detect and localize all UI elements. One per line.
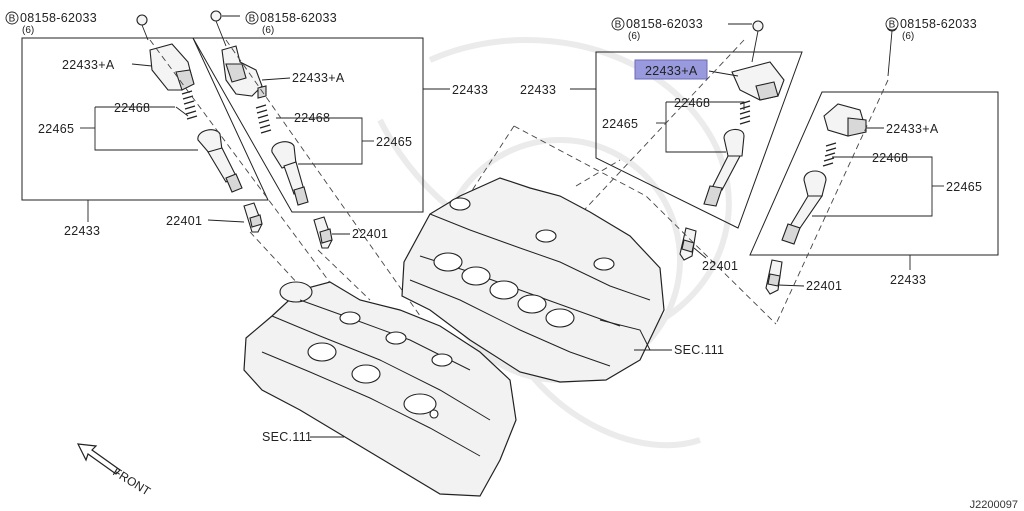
plug-label-b[interactable]: 22401 [352, 227, 388, 241]
svg-text:(6): (6) [22, 25, 34, 36]
svg-text:08158-62033: 08158-62033 [900, 17, 977, 31]
spring-part [739, 100, 751, 125]
section-ref-rear[interactable]: SEC.111 [674, 343, 724, 357]
coil-label-d[interactable]: 22433+A [886, 122, 939, 136]
bolt-label-mid: B 08158-62033 (6) [245, 11, 337, 36]
assembly-label-d[interactable]: 22433 [890, 273, 926, 287]
boot-label-b[interactable]: 22465 [376, 135, 412, 149]
svg-text:B: B [249, 14, 256, 25]
coil-label-c[interactable]: 22433+A [645, 64, 698, 78]
assembly-label-b[interactable]: 22433 [452, 83, 488, 97]
boot-label-a[interactable]: 22465 [38, 122, 74, 136]
boot-part [703, 128, 745, 207]
right-assembly-c [570, 20, 803, 261]
ignition-coil-part [221, 45, 267, 99]
plug-label-d[interactable]: 22401 [806, 279, 842, 293]
svg-text:08158-62033: 08158-62033 [626, 17, 703, 31]
front-label: FRONT [110, 465, 153, 499]
cylinder-head-rear [401, 177, 665, 383]
svg-text:08158-62033: 08158-62033 [260, 11, 337, 25]
svg-text:B: B [9, 14, 16, 25]
spring-label-c[interactable]: 22468 [674, 96, 710, 110]
diagram-code: J2200097 [970, 499, 1018, 511]
plug-label-c[interactable]: 22401 [702, 259, 738, 273]
svg-text:08158-62033: 08158-62033 [20, 11, 97, 25]
spring-label-d[interactable]: 22468 [872, 151, 908, 165]
left-assembly-a [21, 14, 269, 233]
svg-text:B: B [615, 20, 622, 31]
plug-label-a[interactable]: 22401 [166, 214, 202, 228]
boot-part [781, 170, 827, 245]
boot-label-d[interactable]: 22465 [946, 180, 982, 194]
highlight-box[interactable] [634, 59, 708, 80]
front-arrow [76, 443, 121, 475]
bolt-label-right-c: B 08158-62033 (6) [611, 17, 703, 42]
boot-label-c[interactable]: 22465 [602, 117, 638, 131]
projection-lines [149, 39, 889, 413]
ignition-coil-part [149, 43, 195, 91]
bolt-label-right-d: B 08158-62033 (6) [885, 17, 977, 42]
section-ref-front[interactable]: SEC.111 [262, 430, 312, 444]
spark-plug-part [243, 202, 263, 233]
bolt-label-left: B 08158-62033 (6) [5, 11, 97, 36]
spring-part [255, 104, 272, 134]
cylinder-head-front [243, 281, 517, 497]
svg-text:(6): (6) [902, 31, 914, 42]
bolt-part [210, 10, 240, 47]
ignition-coil-part [823, 103, 867, 137]
bolt-part [136, 14, 149, 41]
assembly-label-a[interactable]: 22433 [64, 224, 100, 238]
coil-label-a[interactable]: 22433+A [62, 58, 115, 72]
boot-part [271, 141, 309, 206]
spark-plug-part [313, 216, 333, 249]
svg-text:B: B [889, 20, 896, 31]
svg-text:(6): (6) [262, 25, 274, 36]
spark-plug-part [765, 259, 783, 295]
spring-part [181, 90, 198, 120]
ignition-coil-part [731, 61, 785, 101]
spring-label-a[interactable]: 22468 [114, 101, 150, 115]
left-assembly-b [192, 10, 450, 249]
boot-part [197, 129, 243, 193]
spring-part [822, 142, 837, 167]
bolt-part [728, 20, 764, 63]
spring-label-b[interactable]: 22468 [294, 111, 330, 125]
svg-text:(6): (6) [628, 31, 640, 42]
coil-label-b[interactable]: 22433+A [292, 71, 345, 85]
assembly-label-c[interactable]: 22433 [520, 83, 556, 97]
spark-plug-part [679, 227, 697, 261]
